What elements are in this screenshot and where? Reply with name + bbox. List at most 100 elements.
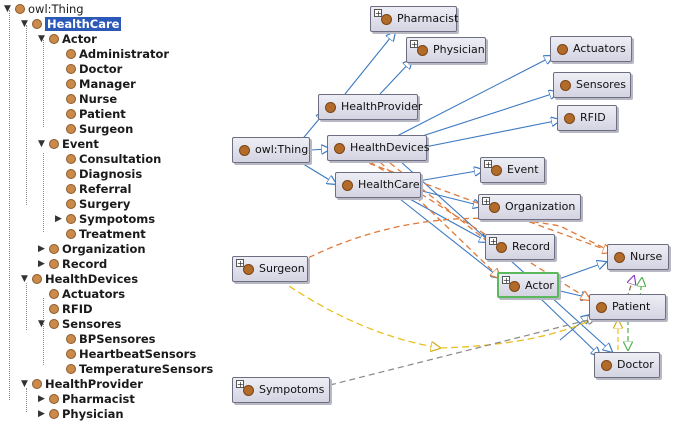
graph-node-pharmacist[interactable]: +Pharmacist — [370, 6, 458, 32]
tree-item-referral[interactable]: Referral — [55, 182, 132, 197]
tree-item-bpsensores[interactable]: BPSensores — [55, 332, 156, 347]
class-icon — [243, 264, 254, 275]
tree-item-actuators[interactable]: Actuators — [38, 287, 125, 302]
tree-item-sympotoms[interactable]: ▶Sympotoms — [55, 212, 155, 227]
expand-right-icon[interactable]: ▶ — [55, 214, 62, 224]
graph-node-record[interactable]: + Record — [485, 234, 555, 260]
class-icon — [49, 289, 59, 299]
expand-right-icon[interactable]: ▶ — [38, 259, 45, 269]
expand-plus-icon[interactable]: + — [236, 259, 244, 268]
edge-healthcare-event — [417, 170, 483, 182]
class-icon — [49, 139, 59, 149]
class-icon — [614, 252, 625, 263]
tree-item-record[interactable]: ▶Record — [38, 257, 107, 272]
expand-down-icon[interactable]: ▼ — [38, 319, 45, 329]
graph-node-label: Event — [507, 163, 539, 176]
graph-node-sympotoms[interactable]: +Sympotoms — [232, 377, 330, 403]
graph-node-label: Sensores — [576, 78, 626, 91]
tree-item-doctor[interactable]: Doctor — [55, 62, 122, 77]
expand-plus-icon[interactable]: + — [502, 276, 510, 285]
graph-node-organization[interactable]: +Organization — [478, 194, 581, 220]
class-icon — [49, 394, 59, 404]
expand-plus-icon[interactable]: + — [489, 237, 497, 246]
tree-item-nurse[interactable]: Nurse — [55, 92, 117, 107]
tree-item-patient[interactable]: Patient — [55, 107, 126, 122]
tree-item-diagnosis[interactable]: Diagnosis — [55, 167, 142, 182]
graph-node-rfid[interactable]: RFID — [557, 105, 617, 131]
tree-item-label: BPSensores — [79, 332, 156, 346]
tree-item-label: HealthDevices — [45, 272, 139, 286]
class-icon — [32, 274, 42, 284]
tree-item-administrator[interactable]: Administrator — [55, 47, 169, 62]
graph-node-label: Record — [512, 240, 551, 253]
class-icon — [325, 102, 336, 113]
graph-node-physician[interactable]: +Physician — [406, 37, 486, 63]
expand-right-icon[interactable]: ▶ — [38, 409, 45, 419]
tree-item-surgeon[interactable]: Surgeon — [55, 122, 133, 137]
tree-item-healthprovider[interactable]: ▼HealthProvider — [21, 377, 143, 392]
class-icon — [66, 64, 76, 74]
edge-healthdevices-sensores — [409, 92, 558, 141]
class-icon — [66, 364, 76, 374]
tree-item-organization[interactable]: ▶Organization — [38, 242, 146, 257]
expand-right-icon[interactable]: ▶ — [38, 244, 45, 254]
tree-item-label: Actuators — [62, 287, 126, 301]
expand-down-icon[interactable]: ▼ — [38, 34, 45, 44]
expand-plus-icon[interactable]: + — [410, 40, 418, 49]
class-icon — [49, 304, 59, 314]
graph-node-label: HealthProvider — [341, 100, 423, 113]
expand-right-icon[interactable]: ▶ — [38, 394, 45, 404]
expand-down-icon[interactable]: ▼ — [21, 19, 28, 29]
tree-item-label: HeartbeatSensors — [79, 347, 197, 361]
graph-node-healthprovider[interactable]: HealthProvider — [318, 94, 422, 120]
tree-item-healthdevices[interactable]: ▼ HealthDevices — [21, 272, 138, 287]
tree-guide-line — [26, 25, 27, 205]
edge-healthprovider-pharmacist — [344, 32, 395, 95]
graph-node-label: Actuators — [573, 42, 626, 55]
tree-item-healthcare[interactable]: ▼HealthCare — [21, 17, 122, 32]
expand-down-icon[interactable]: ▼ — [21, 274, 28, 284]
graph-node-actor[interactable]: +Actor — [497, 272, 559, 298]
graph-node-event[interactable]: + Event — [480, 157, 545, 183]
tree-item-owl-thing[interactable]: ▼owl:Thing — [4, 2, 84, 17]
expand-plus-icon[interactable]: + — [482, 197, 490, 206]
tree-item-label: Administrator — [79, 47, 170, 61]
class-icon — [489, 202, 500, 213]
tree-guide-line — [26, 283, 27, 330]
tree-guide-line — [43, 298, 44, 365]
class-icon — [49, 319, 59, 329]
expand-down-icon[interactable]: ▼ — [21, 379, 28, 389]
expand-plus-icon[interactable]: + — [374, 9, 382, 18]
graph-node-healthcare[interactable]: HealthCare — [335, 172, 421, 198]
tree-item-surgery[interactable]: Surgery — [55, 197, 130, 212]
graph-node-surgeon[interactable]: +Surgeon — [232, 256, 308, 282]
tree-item-sensores[interactable]: ▼Sensores — [38, 317, 121, 332]
class-icon — [596, 302, 607, 313]
tree-item-actor[interactable]: ▼Actor — [38, 32, 97, 47]
graph-node-actuators[interactable]: Actuators — [550, 36, 632, 62]
tree-item-label: Patient — [79, 107, 126, 121]
tree-item-pharmacist[interactable]: ▶ Pharmacist — [38, 392, 135, 407]
graph-node-sensores[interactable]: Sensores — [553, 72, 631, 98]
graph-node-label: HealthDevices — [350, 141, 430, 154]
class-icon — [509, 281, 520, 292]
tree-item-treatment[interactable]: Treatment — [55, 227, 146, 242]
tree-item-event[interactable]: ▼Event — [38, 137, 99, 152]
expand-down-icon[interactable]: ▼ — [4, 4, 11, 14]
expand-down-icon[interactable]: ▼ — [38, 139, 45, 149]
graph-node-owl-thing[interactable]: owl:Thing — [232, 137, 310, 163]
graph-node-patient[interactable]: Patient — [589, 294, 666, 320]
expand-plus-icon[interactable]: + — [236, 380, 244, 389]
tree-item-manager[interactable]: Manager — [55, 77, 136, 92]
graph-node-nurse[interactable]: Nurse — [607, 244, 669, 270]
class-icon — [564, 113, 575, 124]
tree-item-consultation[interactable]: Consultation — [55, 152, 161, 167]
tree-item-rfid[interactable]: RFID — [38, 302, 93, 317]
tree-item-temperaturesensors[interactable]: TemperatureSensors — [55, 362, 213, 377]
expand-plus-icon[interactable]: + — [484, 160, 492, 169]
tree-item-label: Pharmacist — [62, 392, 135, 406]
tree-item-heartbeatsensors[interactable]: HeartbeatSensors — [55, 347, 196, 362]
class-icon — [334, 143, 345, 154]
graph-node-healthdevices[interactable]: HealthDevices — [327, 135, 430, 161]
graph-node-doctor[interactable]: Doctor — [594, 352, 660, 378]
